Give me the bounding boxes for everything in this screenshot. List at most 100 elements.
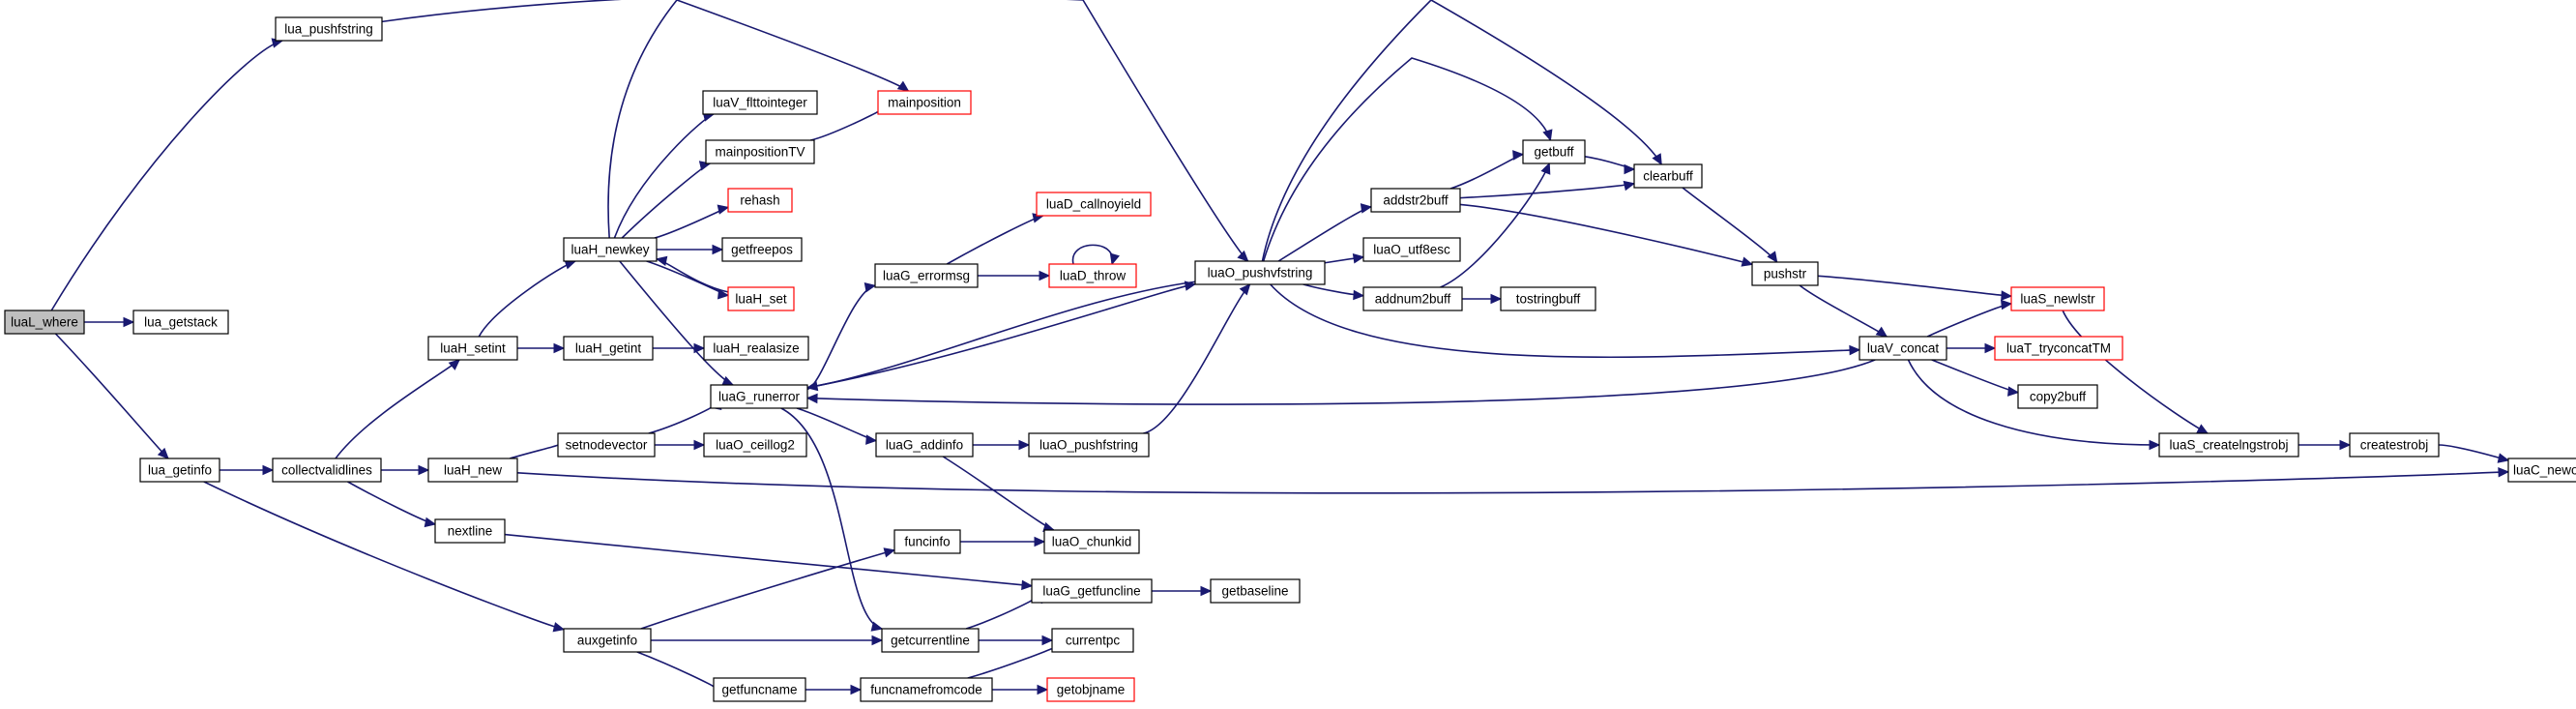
node-luaD_throw[interactable]: luaD_throw [1048, 263, 1137, 288]
node-box[interactable] [703, 432, 807, 458]
node-box[interactable] [877, 90, 972, 115]
node-luaC_newobj[interactable]: luaC_newobj [2507, 458, 2576, 483]
node-box[interactable] [1210, 578, 1301, 604]
node-luaH_getint[interactable]: luaH_getint [563, 336, 654, 361]
node-luaO_pushvfstring[interactable]: luaO_pushvfstring [1194, 260, 1326, 285]
node-luaH_setint[interactable]: luaH_setint [427, 336, 518, 361]
node-box[interactable] [1751, 261, 1819, 286]
node-addstr2buff[interactable]: addstr2buff [1370, 188, 1461, 213]
node-box[interactable] [1194, 260, 1326, 285]
node-box[interactable] [2017, 384, 2098, 409]
node-auxgetinfo[interactable]: auxgetinfo [563, 628, 652, 653]
node-mainposition[interactable]: mainposition [877, 90, 972, 115]
node-funcinfo[interactable]: funcinfo [893, 529, 961, 554]
node-box[interactable] [2349, 432, 2440, 458]
node-box[interactable] [1036, 192, 1152, 217]
node-getcurrentline[interactable]: getcurrentline [881, 628, 980, 653]
node-box[interactable] [702, 90, 818, 115]
node-getbuff[interactable]: getbuff [1522, 139, 1586, 164]
node-box[interactable] [1522, 139, 1586, 164]
node-box[interactable] [427, 336, 518, 361]
node-luaS_createlngstrobj[interactable]: luaS_createlngstrobj [2158, 432, 2299, 458]
node-createstrobj[interactable]: createstrobj [2349, 432, 2440, 458]
node-box[interactable] [275, 16, 383, 42]
node-luaL_where[interactable]: luaL_where [4, 310, 85, 335]
node-rehash[interactable]: rehash [727, 188, 793, 213]
node-box[interactable] [1994, 336, 2123, 361]
node-box[interactable] [1028, 432, 1150, 458]
node-luaS_newlstr[interactable]: luaS_newlstr [2010, 286, 2105, 311]
node-mainpositionTV[interactable]: mainpositionTV [705, 139, 815, 164]
node-luaO_chunkid[interactable]: luaO_chunkid [1043, 529, 1140, 554]
node-box[interactable] [727, 286, 795, 311]
node-box[interactable] [563, 336, 654, 361]
node-box[interactable] [1362, 286, 1463, 311]
node-luaV_flttointeger[interactable]: luaV_flttointeger [702, 90, 818, 115]
node-funcnamefromcode[interactable]: funcnamefromcode [860, 677, 993, 702]
node-luaV_concat[interactable]: luaV_concat [1859, 336, 1947, 361]
node-luaO_ceillog2[interactable]: luaO_ceillog2 [703, 432, 807, 458]
node-clearbuff[interactable]: clearbuff [1633, 163, 1703, 189]
node-box[interactable] [1500, 286, 1596, 311]
node-box[interactable] [2507, 458, 2576, 483]
node-box[interactable] [1046, 677, 1135, 702]
node-box[interactable] [703, 336, 809, 361]
node-luaH_set[interactable]: luaH_set [727, 286, 795, 311]
node-luaT_tryconcatTM[interactable]: luaT_tryconcatTM [1994, 336, 2123, 361]
node-box[interactable] [875, 432, 974, 458]
node-box[interactable] [2010, 286, 2105, 311]
node-box[interactable] [1633, 163, 1703, 189]
node-luaD_callnoyield[interactable]: luaD_callnoyield [1036, 192, 1152, 217]
node-lua_getstack[interactable]: lua_getstack [132, 310, 229, 335]
node-box[interactable] [710, 384, 808, 409]
node-getfuncname[interactable]: getfuncname [713, 677, 806, 702]
node-luaH_realasize[interactable]: luaH_realasize [703, 336, 809, 361]
node-box[interactable] [1043, 529, 1140, 554]
node-box[interactable] [132, 310, 229, 335]
node-box[interactable] [1048, 263, 1137, 288]
node-box[interactable] [874, 263, 979, 288]
node-box[interactable] [881, 628, 980, 653]
node-tostringbuff[interactable]: tostringbuff [1500, 286, 1596, 311]
node-box[interactable] [4, 310, 85, 335]
node-box[interactable] [713, 677, 806, 702]
node-box[interactable] [2158, 432, 2299, 458]
node-lua_pushfstring[interactable]: lua_pushfstring [275, 16, 383, 42]
node-box[interactable] [139, 458, 220, 483]
node-luaO_utf8esc[interactable]: luaO_utf8esc [1362, 237, 1461, 262]
node-lua_getinfo[interactable]: lua_getinfo [139, 458, 220, 483]
node-getobjname[interactable]: getobjname [1046, 677, 1135, 702]
node-box[interactable] [893, 529, 961, 554]
node-luaG_getfuncline[interactable]: luaG_getfuncline [1031, 578, 1153, 604]
node-getbaseline[interactable]: getbaseline [1210, 578, 1301, 604]
node-box[interactable] [721, 237, 803, 262]
node-box[interactable] [557, 432, 656, 458]
node-box[interactable] [1031, 578, 1153, 604]
node-box[interactable] [1051, 628, 1134, 653]
node-box[interactable] [563, 237, 658, 262]
node-luaO_pushfstring[interactable]: luaO_pushfstring [1028, 432, 1150, 458]
node-box[interactable] [427, 458, 518, 483]
node-addnum2buff[interactable]: addnum2buff [1362, 286, 1463, 311]
node-box[interactable] [705, 139, 815, 164]
node-pushstr[interactable]: pushstr [1751, 261, 1819, 286]
node-box[interactable] [1370, 188, 1461, 213]
node-nextline[interactable]: nextline [434, 518, 506, 544]
node-copy2buff[interactable]: copy2buff [2017, 384, 2098, 409]
node-luaH_newkey[interactable]: luaH_newkey [563, 237, 658, 262]
node-luaG_runerror[interactable]: luaG_runerror [710, 384, 808, 409]
node-box[interactable] [1859, 336, 1947, 361]
node-box[interactable] [1362, 237, 1461, 262]
node-collectvalidlines[interactable]: collectvalidlines [272, 458, 382, 483]
node-currentpc[interactable]: currentpc [1051, 628, 1134, 653]
node-box[interactable] [860, 677, 993, 702]
node-setnodevector[interactable]: setnodevector [557, 432, 656, 458]
node-luaG_errormsg[interactable]: luaG_errormsg [874, 263, 979, 288]
node-luaH_new[interactable]: luaH_new [427, 458, 518, 483]
node-box[interactable] [434, 518, 506, 544]
node-getfreepos[interactable]: getfreepos [721, 237, 803, 262]
node-box[interactable] [272, 458, 382, 483]
node-luaG_addinfo[interactable]: luaG_addinfo [875, 432, 974, 458]
node-box[interactable] [563, 628, 652, 653]
node-box[interactable] [727, 188, 793, 213]
